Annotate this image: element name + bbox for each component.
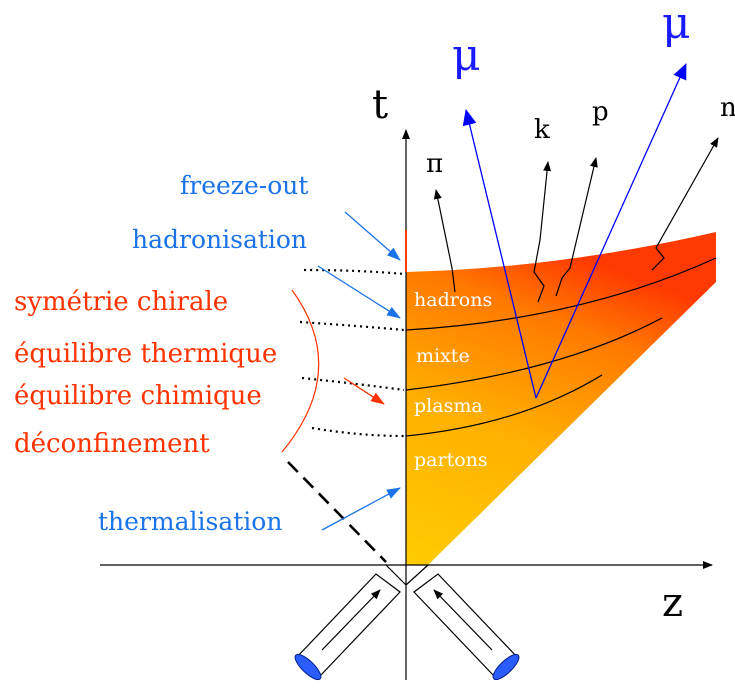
proton-label: p bbox=[592, 97, 609, 127]
hadronisation-arrow bbox=[317, 265, 401, 319]
thermalisation-label: thermalisation bbox=[98, 507, 282, 536]
boundary-plasma-partons bbox=[405, 374, 603, 437]
dotted-freeze-out bbox=[303, 268, 405, 276]
kaon-label: k bbox=[534, 115, 550, 145]
incoming-nucleus-right bbox=[413, 573, 520, 681]
phase-plasma: plasma bbox=[414, 395, 483, 417]
dotted-chimique bbox=[301, 376, 405, 392]
dotted-hadronisation bbox=[299, 320, 405, 332]
muon-tracks bbox=[462, 63, 687, 399]
equilibre-chimique-label: équilibre chimique bbox=[14, 381, 262, 411]
boundary-mixte-plasma bbox=[405, 317, 663, 391]
equilibre-thermique-label: équilibre thermique bbox=[14, 339, 277, 369]
neutron-label: n bbox=[720, 93, 735, 123]
thermalisation-arrow bbox=[321, 487, 401, 531]
z-axis-label: z bbox=[662, 580, 683, 626]
boundary-hadrons-mixte bbox=[405, 257, 717, 331]
muon-label-right: μ bbox=[662, 0, 691, 49]
pion-label: π bbox=[426, 149, 443, 179]
properties-bracket bbox=[281, 289, 320, 453]
incoming-nucleus-left bbox=[294, 573, 401, 681]
muon-label-left: μ bbox=[452, 30, 481, 81]
freeze-out-arrow bbox=[344, 211, 401, 261]
deconfinement-label: déconfinement bbox=[14, 429, 210, 459]
hadron-tracks bbox=[433, 137, 719, 303]
t-axis-label: t bbox=[372, 82, 388, 128]
hadronisation-label: hadronisation bbox=[132, 225, 307, 254]
fireball-region bbox=[406, 232, 716, 565]
properties-arrow bbox=[343, 377, 385, 405]
phase-mixte: mixte bbox=[416, 345, 470, 367]
dashed-light-cone bbox=[287, 461, 387, 563]
phase-hadrons: hadrons bbox=[414, 289, 492, 311]
phase-partons: partons bbox=[414, 449, 488, 471]
symetrie-label: symétrie chirale bbox=[14, 287, 228, 317]
light-cone-right bbox=[405, 564, 429, 586]
light-cone-left bbox=[385, 564, 407, 586]
dotted-deconfinement bbox=[311, 426, 405, 438]
freeze-out-label: freeze-out bbox=[180, 171, 308, 200]
